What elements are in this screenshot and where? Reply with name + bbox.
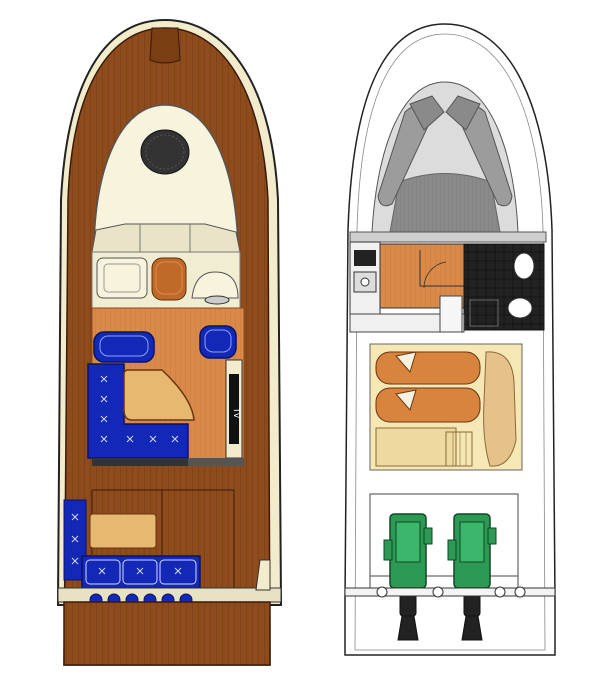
helm-console bbox=[191, 271, 239, 299]
sunpad-cushion bbox=[89, 513, 157, 549]
steering-wheel bbox=[204, 295, 230, 305]
galley-unit bbox=[96, 257, 148, 299]
l-shaped-sofa bbox=[87, 363, 189, 459]
deck-hatch bbox=[140, 129, 190, 175]
helm-seat-right bbox=[199, 325, 237, 359]
lower-transom bbox=[344, 587, 556, 597]
boarding-ladder bbox=[255, 559, 271, 591]
companionway bbox=[151, 257, 187, 301]
engine-port bbox=[383, 513, 433, 589]
midship-floor bbox=[375, 427, 457, 467]
engine-starboard bbox=[447, 513, 497, 589]
lower-deck-plan bbox=[344, 23, 556, 656]
washbasin bbox=[513, 252, 535, 280]
head-compartment bbox=[463, 243, 545, 331]
midship-side-cushion bbox=[483, 351, 517, 467]
windscreen bbox=[91, 223, 241, 253]
swim-platform bbox=[63, 601, 271, 666]
helm-seat-left bbox=[93, 331, 155, 363]
bow-anchor-locker bbox=[149, 27, 181, 64]
main-deck-plan: TV bbox=[57, 18, 282, 666]
dinette-table bbox=[123, 369, 195, 421]
toilet bbox=[507, 297, 533, 319]
tv-label: TV bbox=[232, 407, 241, 419]
side-bench-left bbox=[63, 499, 87, 581]
forward-berth-cushions bbox=[377, 95, 513, 207]
sofa-button-tufts bbox=[100, 375, 179, 443]
